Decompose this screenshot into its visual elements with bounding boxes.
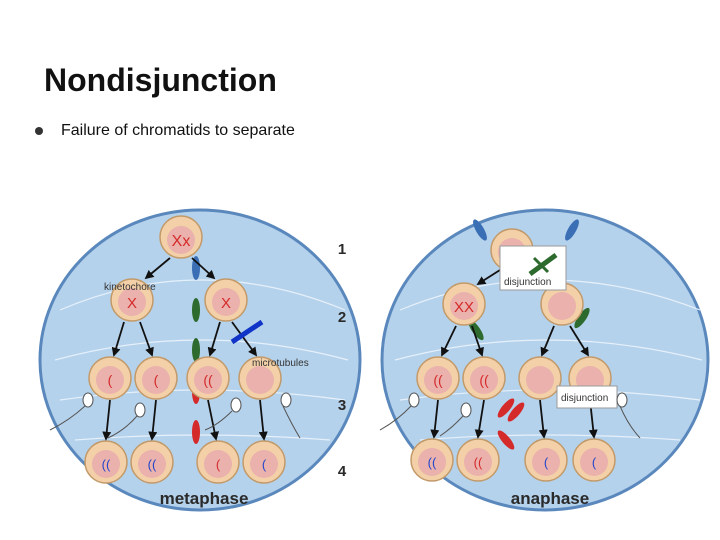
svg-text:((: (( xyxy=(203,372,213,388)
step-numbers: 1 2 3 4 xyxy=(338,241,347,480)
svg-text:(: ( xyxy=(262,457,267,472)
metaphase-panel: Xx X X ( ( (( xyxy=(38,208,362,512)
step-number-1: 1 xyxy=(338,241,346,258)
svg-text:((: (( xyxy=(102,457,111,472)
step-number-3: 3 xyxy=(338,397,346,414)
svg-text:((: (( xyxy=(428,455,437,470)
svg-text:(: ( xyxy=(108,372,113,388)
svg-text:X: X xyxy=(127,295,137,312)
left-sperm-icons xyxy=(49,392,301,439)
svg-text:X: X xyxy=(221,295,231,312)
slide-title: Nondisjunction xyxy=(44,62,277,98)
label-microtubules: microtubules xyxy=(252,358,309,369)
svg-text:(: ( xyxy=(544,455,549,470)
svg-text:((: (( xyxy=(474,455,483,470)
label-disjunction-mid: disjunction xyxy=(561,393,608,404)
right-cells-l4: (( (( ( ( xyxy=(410,438,616,482)
right-cell-l2b xyxy=(540,282,584,326)
right-cell-l2a: XX xyxy=(442,282,486,326)
right-separating-chromosomes xyxy=(468,219,590,450)
svg-text:((: (( xyxy=(479,372,489,388)
bullet-dot-icon xyxy=(35,127,43,135)
right-disjunction-box-mid: disjunction xyxy=(556,385,618,409)
left-cells-l3: ( ( (( xyxy=(88,356,282,400)
svg-text:(: ( xyxy=(216,457,221,472)
caption-metaphase: metaphase xyxy=(160,489,249,508)
step-number-4: 4 xyxy=(338,463,347,480)
left-arrows xyxy=(102,257,268,441)
caption-anaphase: anaphase xyxy=(511,489,589,508)
nondisjunction-diagram: Xx X X ( ( (( xyxy=(38,208,710,512)
svg-text:(: ( xyxy=(154,372,159,388)
right-block-mark xyxy=(528,252,558,277)
bullet-item: Failure of chromatids to separate xyxy=(30,122,295,140)
anaphase-panel: Xx XX (( (( (( xyxy=(379,208,710,512)
label-kinetochore: kinetochore xyxy=(104,282,156,293)
left-cell-l2b: X xyxy=(204,278,248,322)
bullet-text: Failure of chromatids to separate xyxy=(61,122,295,139)
svg-text:(: ( xyxy=(592,455,597,470)
left-cell-l2a: X xyxy=(110,278,154,322)
left-block-mark xyxy=(230,319,264,345)
svg-text:Xx: Xx xyxy=(172,233,191,250)
step-number-2: 2 xyxy=(338,309,346,326)
right-sperm-icons xyxy=(379,392,641,439)
left-cell-l1: Xx xyxy=(159,215,203,259)
svg-text:((: (( xyxy=(148,457,157,472)
svg-text:XX: XX xyxy=(454,299,474,316)
label-disjunction-top: disjunction xyxy=(504,277,551,288)
right-block-mark-cross xyxy=(532,256,550,274)
right-disjunction-box-top: disjunction xyxy=(499,245,567,291)
svg-text:((: (( xyxy=(433,372,443,388)
left-cells-l4: (( (( ( ( xyxy=(84,440,286,484)
